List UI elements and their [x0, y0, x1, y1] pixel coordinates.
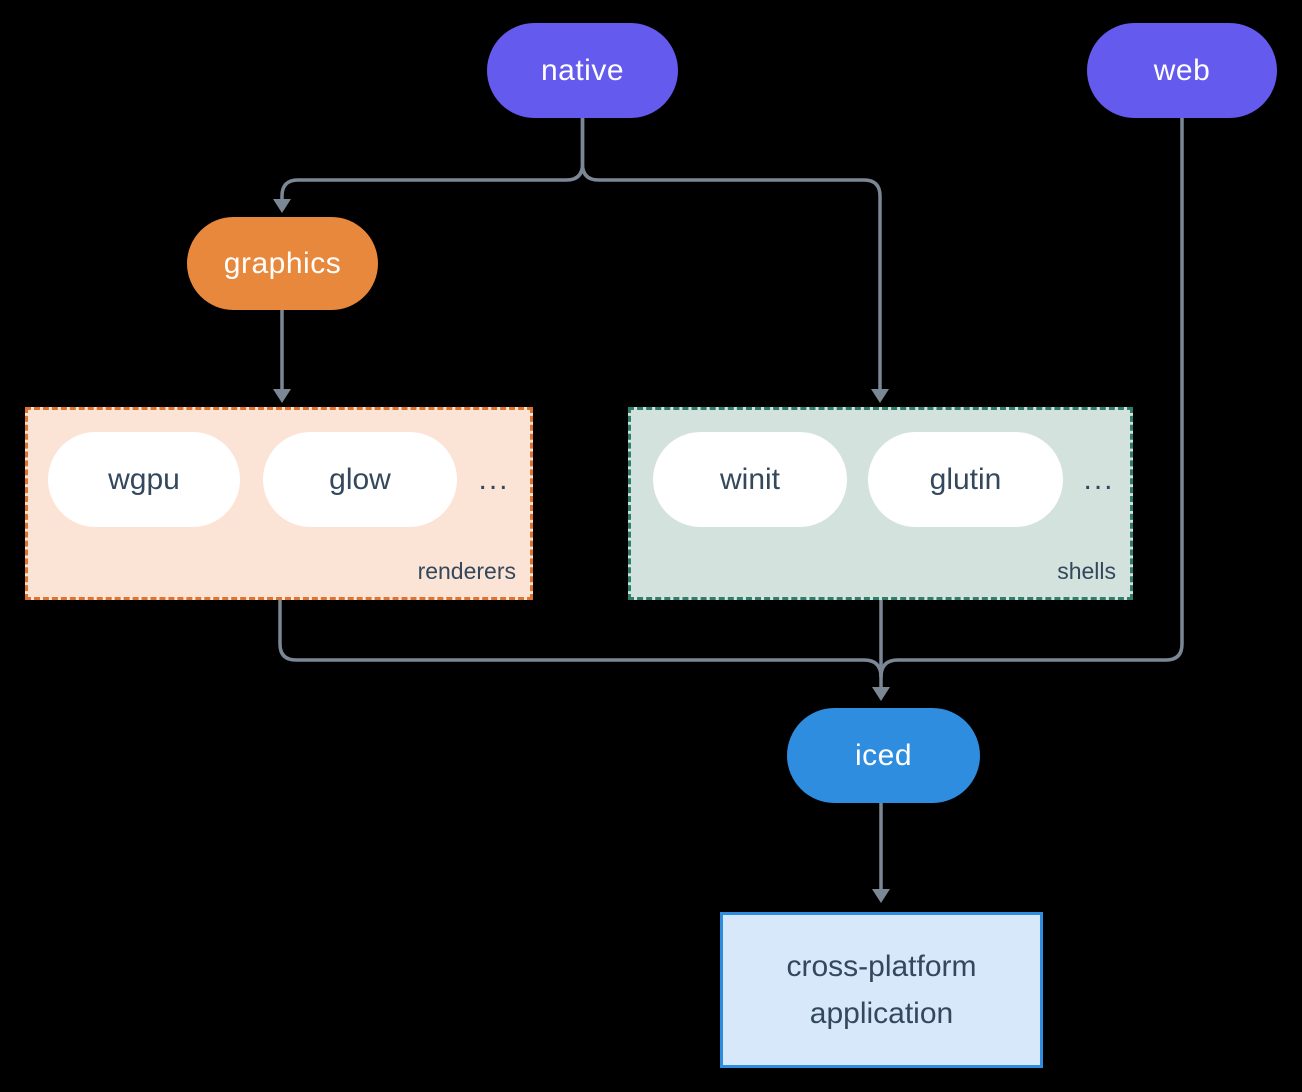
- arrowhead-application: [872, 889, 890, 903]
- group-shells-label: shells: [1057, 558, 1116, 584]
- application-label-line2: application: [809, 997, 954, 1030]
- edge-web-merge: [879, 118, 1184, 678]
- node-wgpu-label: wgpu: [108, 462, 180, 496]
- node-web: web: [1087, 23, 1277, 118]
- node-glow: glow: [263, 432, 457, 527]
- node-iced: iced: [787, 708, 980, 803]
- node-web-label: web: [1153, 53, 1211, 87]
- application-label-line1: cross-platform: [786, 950, 977, 983]
- edge-native-graphics: [280, 118, 585, 199]
- node-iced-label: iced: [854, 738, 913, 772]
- node-native-label: native: [540, 53, 625, 87]
- edge-native-shells: [580, 118, 882, 389]
- renderers-ellipsis: ...: [478, 462, 510, 496]
- edge-renderers-merge: [278, 600, 883, 678]
- node-glow-label: glow: [329, 462, 391, 496]
- arrowhead-shells: [871, 389, 889, 403]
- node-cross-platform-application: cross-platform application: [720, 912, 1043, 1068]
- node-graphics: graphics: [187, 217, 378, 310]
- node-glutin-label: glutin: [929, 462, 1002, 496]
- node-native: native: [487, 23, 678, 118]
- arrowhead-renderers: [273, 389, 291, 403]
- node-winit: winit: [653, 432, 847, 527]
- group-renderers-label: renderers: [417, 558, 516, 584]
- node-graphics-label: graphics: [223, 246, 342, 280]
- node-glutin: glutin: [868, 432, 1063, 527]
- shells-ellipsis: ...: [1083, 462, 1115, 496]
- arrowhead-graphics: [273, 199, 291, 213]
- node-winit-label: winit: [719, 462, 780, 496]
- arrowhead-iced: [872, 687, 890, 701]
- node-wgpu: wgpu: [48, 432, 240, 527]
